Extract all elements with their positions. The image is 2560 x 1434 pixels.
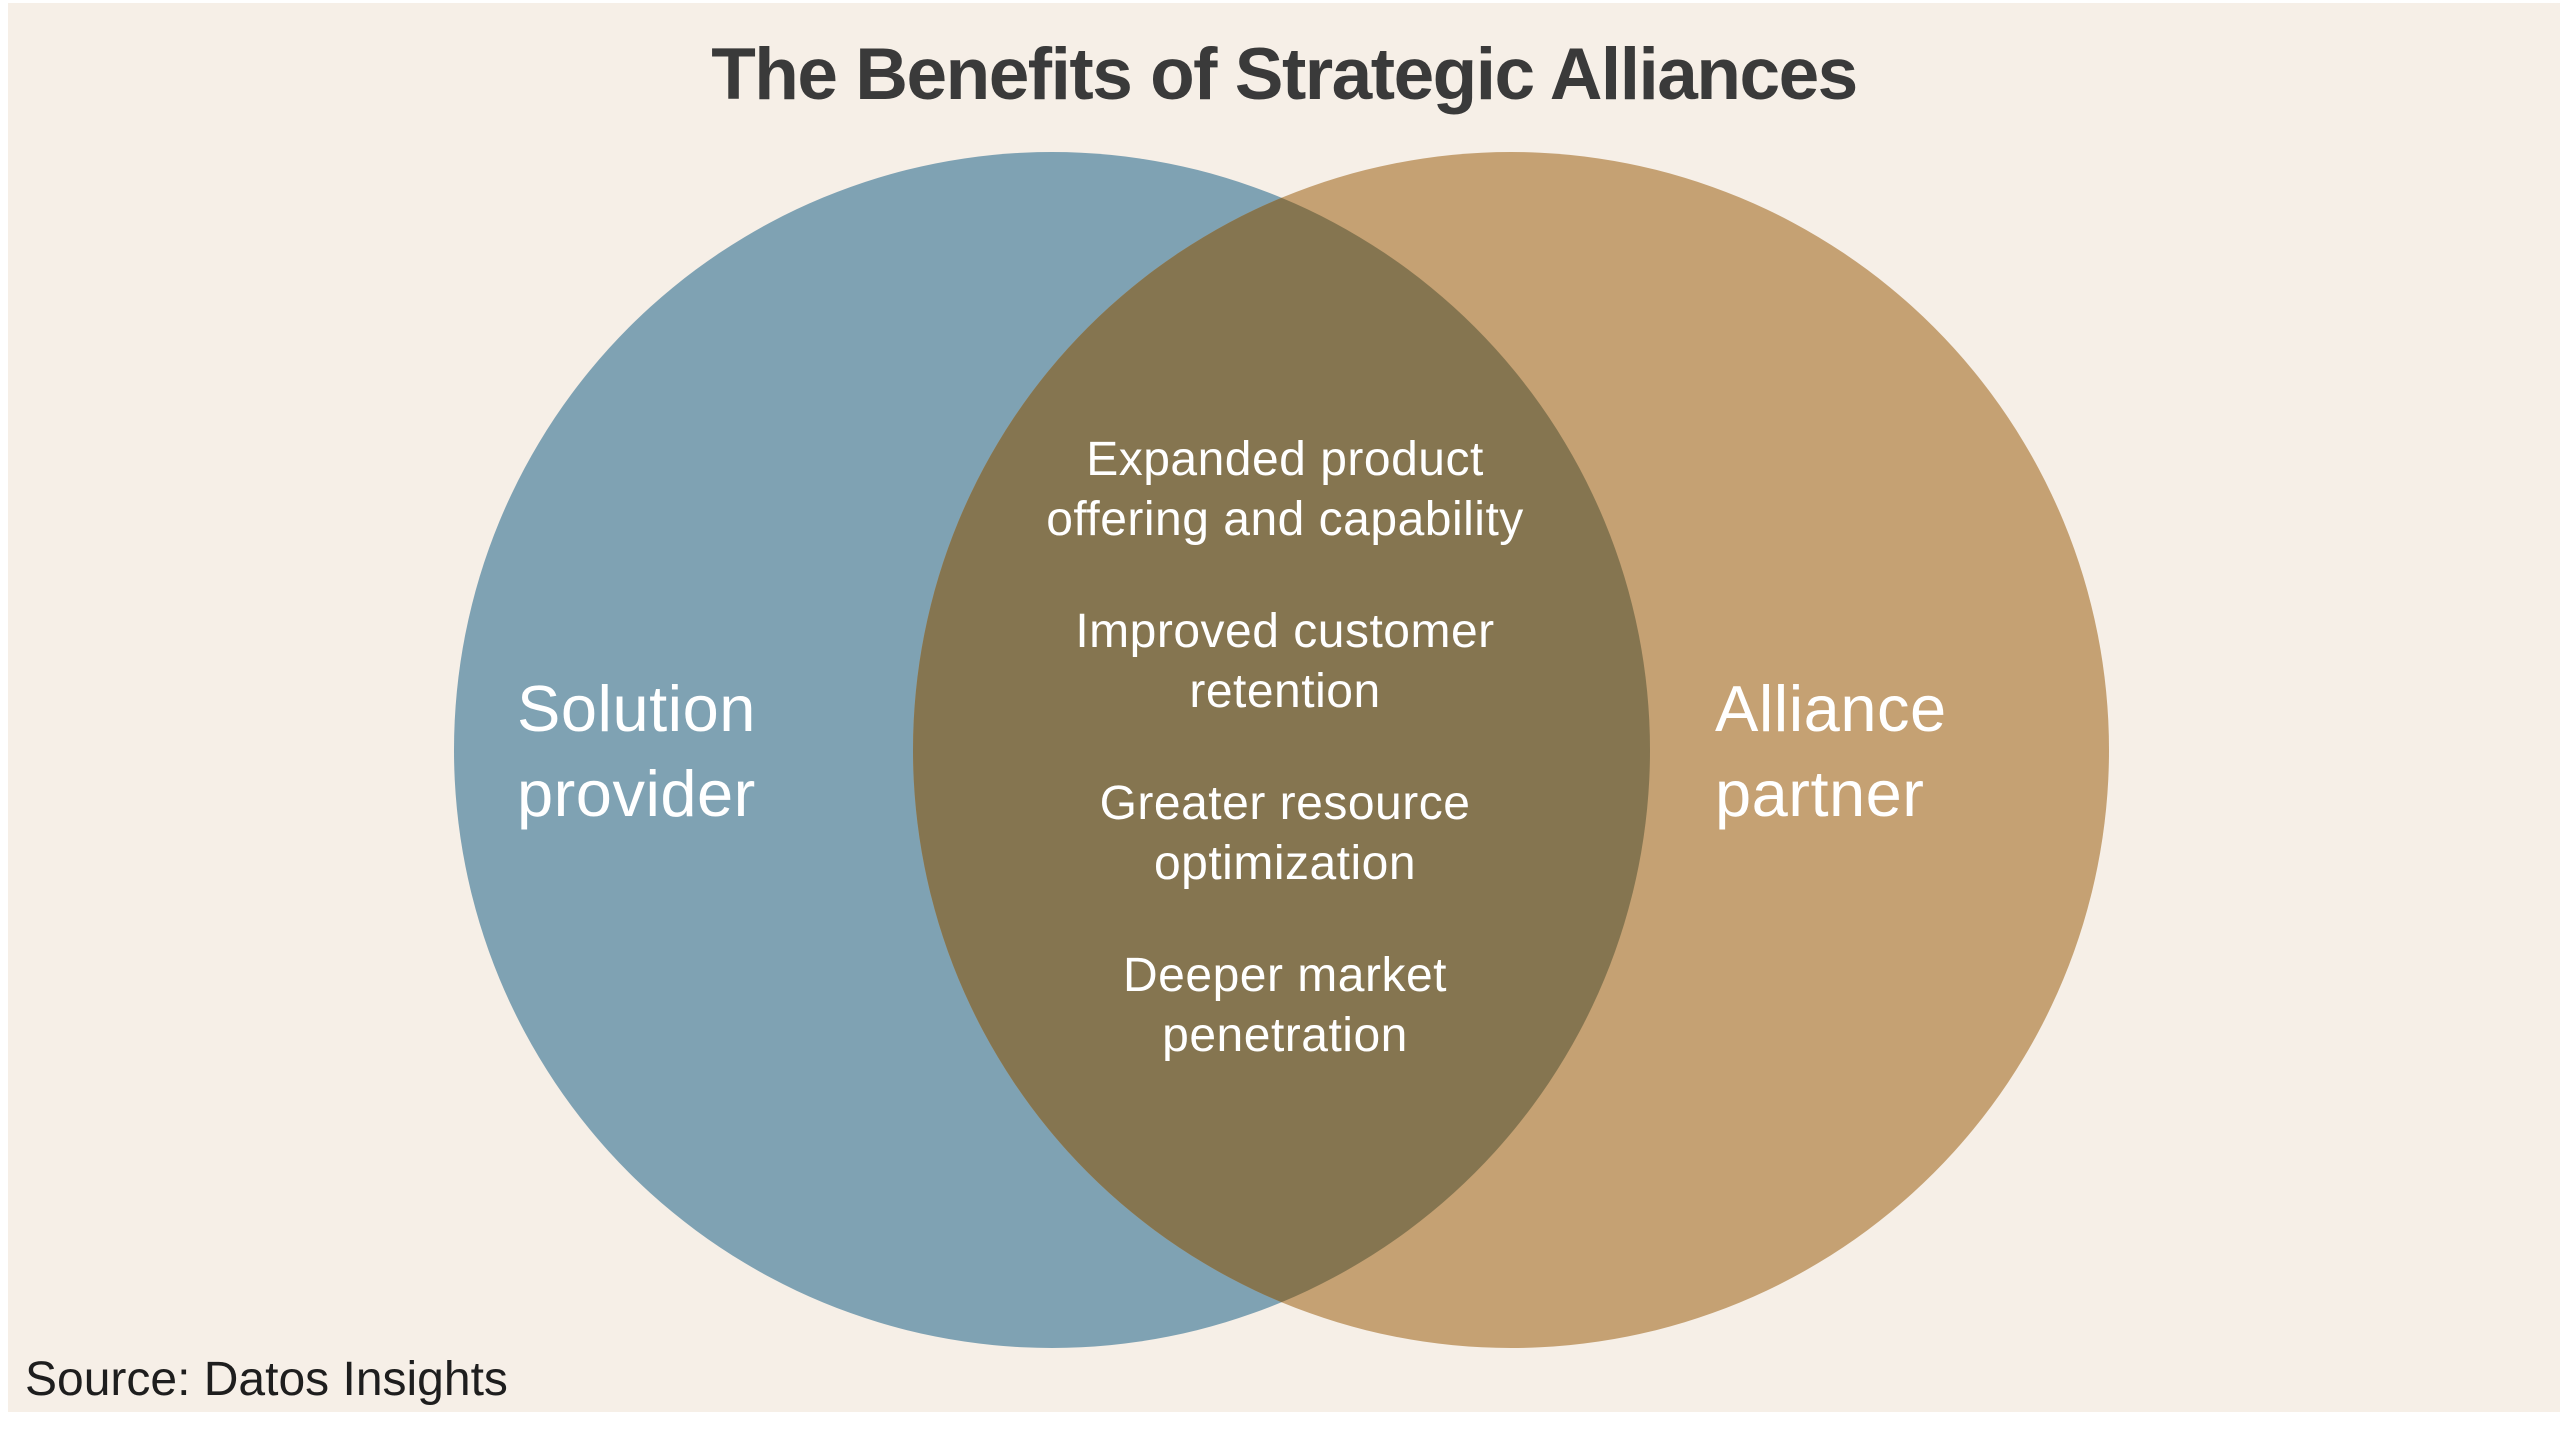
overlap-benefits-list: Expanded product offering and capability… (1025, 430, 1545, 1066)
overlap-lens (913, 152, 1650, 1348)
left-circle-label: Solution provider (517, 672, 756, 830)
right-circle-label: Alliance partner (1715, 672, 1947, 830)
overlap-benefit-item: Greater resource optimization (1099, 777, 1471, 890)
page-title: The Benefits of Strategic Alliances (711, 34, 1858, 115)
source-note: Source: Datos Insights (25, 1353, 508, 1406)
overlap-benefit-item: Improved customer retention (1075, 605, 1495, 718)
overlap-benefit-item: Expanded product offering and capability (1046, 433, 1524, 546)
overlap-benefit-item: Deeper market penetration (1123, 949, 1447, 1062)
